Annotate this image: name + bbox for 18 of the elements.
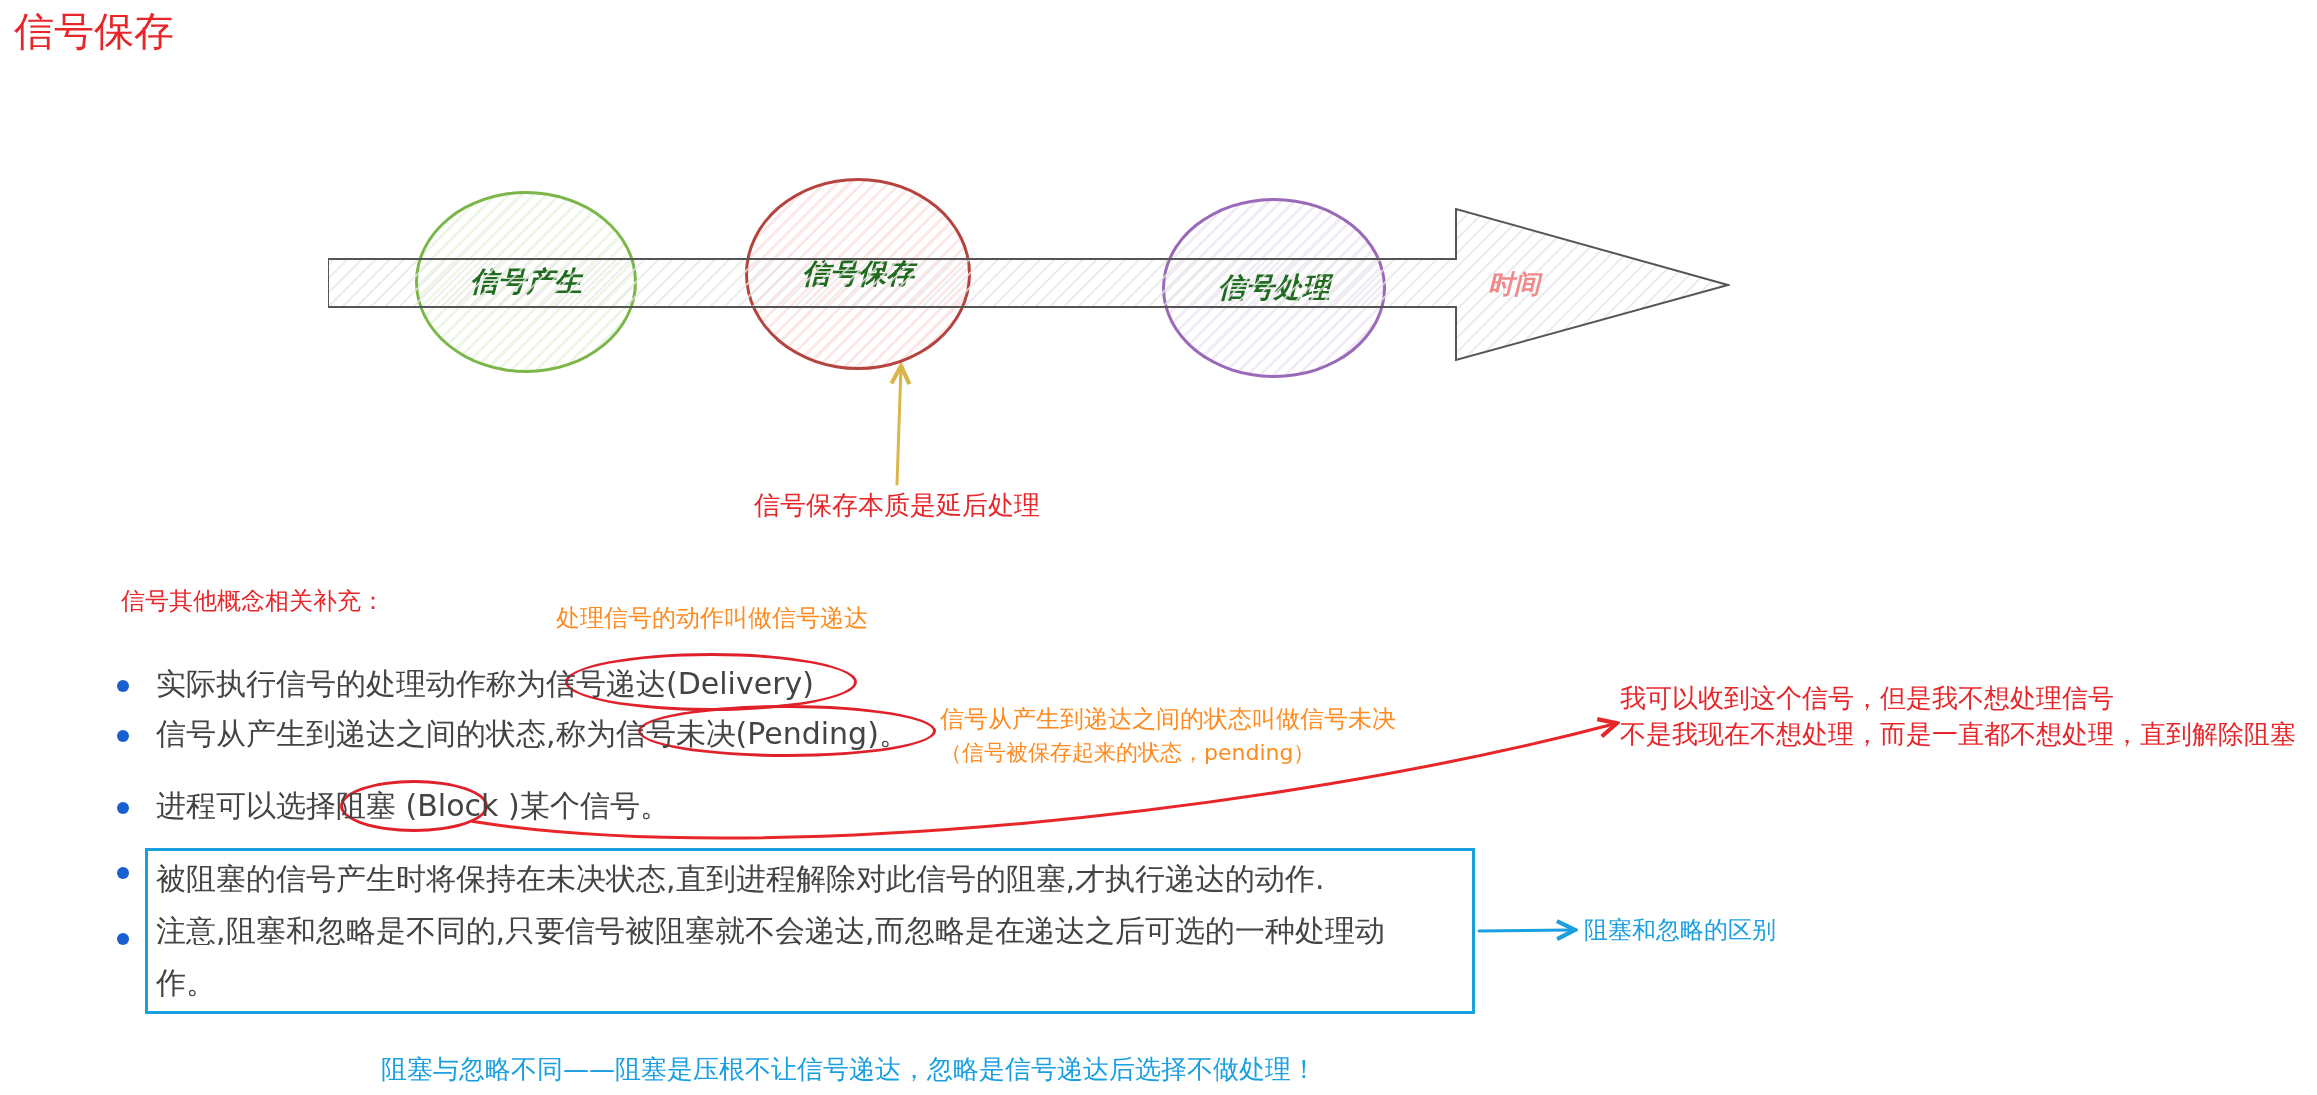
note-text: 信号保存本质是延后处理 <box>754 488 1040 523</box>
arrow <box>471 716 1619 840</box>
note-text: 处理信号的动作叫做信号递达 <box>556 603 868 634</box>
note-text: （信号被保存起来的状态，pending） <box>940 739 1316 767</box>
section-heading: 信号其他概念相关补充： <box>121 586 385 617</box>
bullet-text: 被阻塞的信号产生时将保持在未决状态,直到进程解除对此信号的阻塞,才执行递达的动作. <box>156 860 1326 898</box>
stage-label: 信号产生 <box>470 264 582 300</box>
page-title: 信号保存 <box>14 7 174 56</box>
note-text: 阻塞和忽略的区别 <box>1584 914 1776 946</box>
arrow <box>1477 919 1578 942</box>
note-text: 我可以收到这个信号，但是我不想处理信号 <box>1620 682 2115 715</box>
highlight-box <box>145 848 1475 1014</box>
note-text: 不是我现在不想处理，而是一直都不想处理，直到解除阻塞 <box>1620 718 2297 751</box>
bullet-text: 信号从产生到递达之间的状态,称为信号未决(Pending)。 <box>156 715 909 753</box>
note-text: 信号从产生到递达之间的状态叫做信号未决 <box>940 704 1396 735</box>
timeline-arrow <box>328 207 1730 362</box>
note-text: 阻塞与忽略不同——阻塞是压根不让信号递达，忽略是信号递达后选择不做处理！ <box>381 1053 1317 1086</box>
bullet-text: 注意,阻塞和忽略是不同的,只要信号被阻塞就不会递达,而忽略是在递达之后可选的一种处理动作。 <box>156 912 1386 1002</box>
